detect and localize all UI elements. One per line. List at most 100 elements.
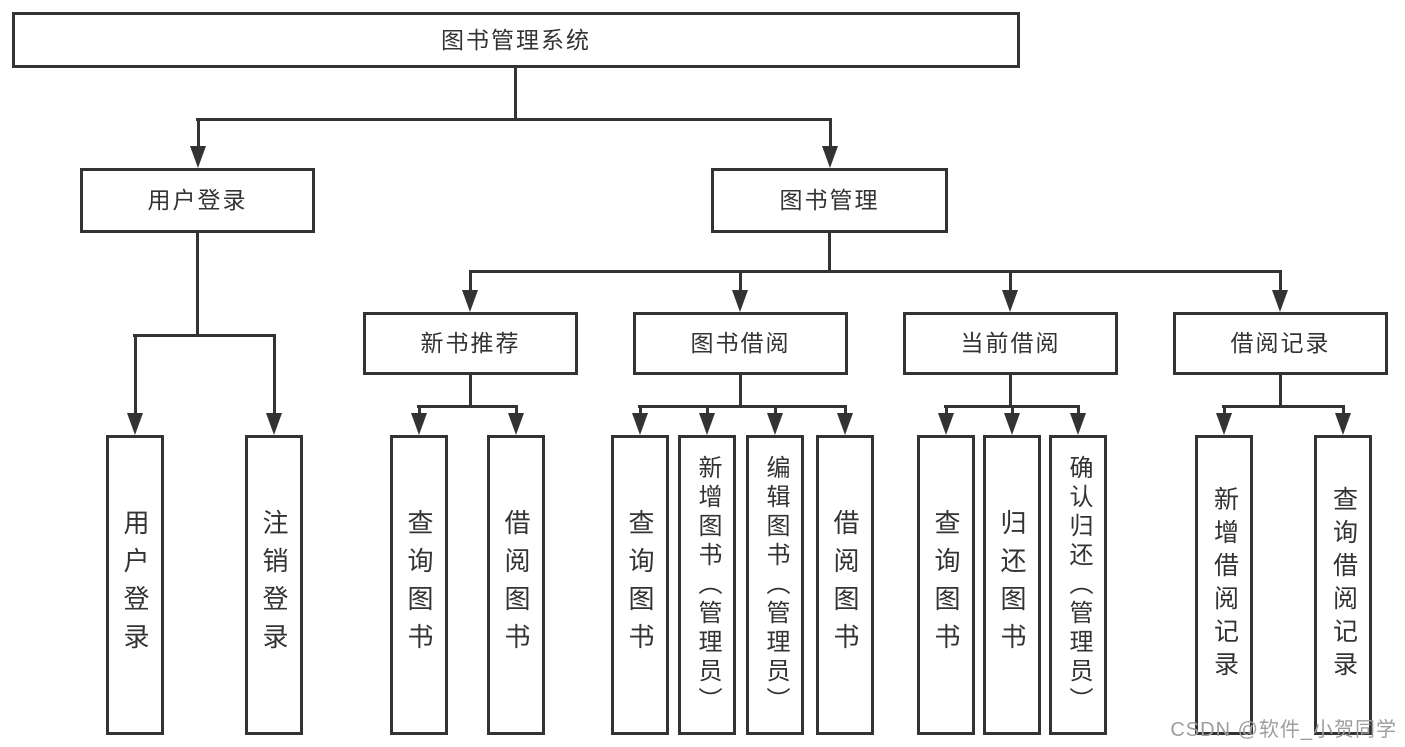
connector-arrow-down bbox=[1335, 405, 1351, 435]
node-current-borrow-label: 当前借阅 bbox=[960, 330, 1061, 356]
connector-arrow-down bbox=[508, 405, 524, 435]
connector-arrow-down bbox=[632, 405, 648, 435]
arrow-stem bbox=[514, 405, 518, 417]
arrow-stem bbox=[638, 405, 642, 417]
connector-arrow-down bbox=[190, 118, 206, 168]
connector-line bbox=[1279, 375, 1282, 405]
node-new-book-recommend: 新书推荐 bbox=[363, 312, 578, 375]
leaf-return-books: 归还图书 bbox=[983, 435, 1041, 735]
arrow-stem bbox=[1278, 270, 1282, 294]
arrow-stem bbox=[417, 405, 421, 417]
connector-arrow-down bbox=[411, 405, 427, 435]
connector-line bbox=[1009, 375, 1012, 405]
node-user-login: 用户登录 bbox=[80, 168, 315, 233]
arrow-stem bbox=[468, 270, 472, 294]
leaf-query-borrow-record-label: 查询借阅记录 bbox=[1329, 486, 1358, 684]
arrow-head-icon bbox=[1070, 413, 1086, 435]
arrow-head-icon bbox=[699, 413, 715, 435]
leaf-user-login-label: 用户登录 bbox=[120, 509, 150, 661]
arrow-head-icon bbox=[822, 146, 838, 168]
arrow-head-icon bbox=[732, 290, 748, 312]
arrow-stem bbox=[705, 405, 709, 417]
arrow-stem bbox=[944, 405, 948, 417]
leaf-query-borrow-record: 查询借阅记录 bbox=[1314, 435, 1372, 735]
connector-arrow-down bbox=[938, 405, 954, 435]
leaf-logout: 注销登录 bbox=[245, 435, 303, 735]
connector-line bbox=[196, 233, 199, 334]
connector-arrow-down bbox=[1002, 270, 1018, 312]
arrow-stem bbox=[1008, 270, 1012, 294]
leaf-borrow-books-recommend-label: 借阅图书 bbox=[501, 509, 531, 661]
node-book-borrow: 图书借阅 bbox=[633, 312, 848, 375]
arrow-head-icon bbox=[1335, 413, 1351, 435]
node-current-borrow: 当前借阅 bbox=[903, 312, 1118, 375]
leaf-borrow-books: 借阅图书 bbox=[816, 435, 874, 735]
connector-arrow-down bbox=[732, 270, 748, 312]
connector-arrow-down bbox=[837, 405, 853, 435]
connector-line bbox=[638, 405, 847, 408]
arrow-stem bbox=[272, 334, 276, 417]
leaf-add-books-admin: 新增图书（管理员） bbox=[678, 435, 736, 735]
node-book-management-label: 图书管理 bbox=[779, 187, 880, 213]
arrow-stem bbox=[133, 334, 137, 417]
arrow-head-icon bbox=[266, 413, 282, 435]
leaf-confirm-return-admin: 确认归还（管理员） bbox=[1049, 435, 1107, 735]
leaf-borrow-books-label: 借阅图书 bbox=[830, 509, 860, 661]
node-root-label: 图书管理系统 bbox=[441, 26, 591, 53]
arrow-stem bbox=[1076, 405, 1080, 417]
arrow-head-icon bbox=[411, 413, 427, 435]
arrow-head-icon bbox=[1272, 290, 1288, 312]
arrow-stem bbox=[196, 118, 200, 150]
connector-arrow-down bbox=[127, 334, 143, 435]
leaf-user-login: 用户登录 bbox=[106, 435, 164, 735]
arrow-head-icon bbox=[767, 413, 783, 435]
leaf-query-books-current: 查询图书 bbox=[917, 435, 975, 735]
connector-line bbox=[196, 118, 832, 121]
node-book-management: 图书管理 bbox=[711, 168, 948, 233]
arrow-head-icon bbox=[1004, 413, 1020, 435]
node-borrow-records-label: 借阅记录 bbox=[1230, 330, 1331, 356]
leaf-return-books-label: 归还图书 bbox=[997, 509, 1027, 661]
connector-line bbox=[828, 233, 831, 270]
watermark: CSDN @软件_小贺同学 bbox=[1170, 719, 1397, 741]
leaf-query-books-current-label: 查询图书 bbox=[931, 509, 961, 661]
connector-arrow-down bbox=[1070, 405, 1086, 435]
arrow-head-icon bbox=[127, 413, 143, 435]
leaf-edit-books-admin: 编辑图书（管理员） bbox=[746, 435, 804, 735]
connector-line bbox=[1222, 405, 1345, 408]
leaf-query-books-borrow-label: 查询图书 bbox=[625, 509, 655, 661]
leaf-add-books-admin-label: 新增图书（管理员） bbox=[694, 454, 721, 716]
connector-line bbox=[417, 405, 518, 408]
arrow-head-icon bbox=[938, 413, 954, 435]
arrow-head-icon bbox=[190, 146, 206, 168]
connector-line bbox=[469, 375, 472, 405]
node-borrow-records: 借阅记录 bbox=[1173, 312, 1388, 375]
leaf-add-borrow-record-label: 新增借阅记录 bbox=[1210, 486, 1239, 684]
arrow-head-icon bbox=[632, 413, 648, 435]
arrow-stem bbox=[773, 405, 777, 417]
node-book-borrow-label: 图书借阅 bbox=[690, 330, 791, 356]
connector-arrow-down bbox=[1216, 405, 1232, 435]
connector-line bbox=[514, 68, 517, 118]
arrow-stem bbox=[738, 270, 742, 294]
leaf-logout-label: 注销登录 bbox=[259, 509, 289, 661]
connector-arrow-down bbox=[767, 405, 783, 435]
leaf-edit-books-admin-label: 编辑图书（管理员） bbox=[762, 454, 789, 716]
leaf-query-books-borrow: 查询图书 bbox=[611, 435, 669, 735]
connector-arrow-down bbox=[266, 334, 282, 435]
arrow-stem bbox=[1010, 405, 1014, 417]
connector-line bbox=[469, 270, 1282, 273]
leaf-query-books-recommend: 查询图书 bbox=[390, 435, 448, 735]
leaf-query-books-recommend-label: 查询图书 bbox=[404, 509, 434, 661]
node-root: 图书管理系统 bbox=[12, 12, 1020, 68]
connector-line bbox=[133, 334, 276, 337]
connector-arrow-down bbox=[1004, 405, 1020, 435]
arrow-head-icon bbox=[462, 290, 478, 312]
arrow-head-icon bbox=[1002, 290, 1018, 312]
arrow-head-icon bbox=[508, 413, 524, 435]
leaf-confirm-return-admin-label: 确认归还（管理员） bbox=[1065, 454, 1092, 716]
node-new-book-recommend-label: 新书推荐 bbox=[420, 330, 521, 356]
arrow-head-icon bbox=[1216, 413, 1232, 435]
arrow-head-icon bbox=[837, 413, 853, 435]
